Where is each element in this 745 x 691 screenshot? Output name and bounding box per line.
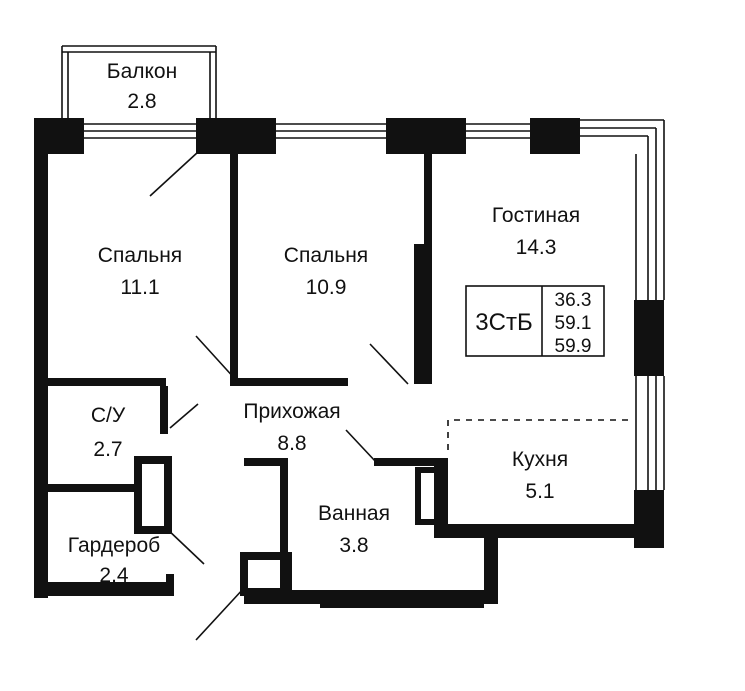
- room-name-bathroom-wc: С/У: [91, 404, 126, 427]
- balcony-frame: [61, 45, 217, 118]
- room-labels: Балкон 2.8 Спальня 11.1 Спальня 10.9 Гос…: [68, 60, 580, 587]
- room-area-kitchen: 5.1: [525, 480, 554, 503]
- room-name-bedroom-2: Спальня: [284, 244, 368, 267]
- room-name-hallway: Прихожая: [243, 400, 340, 423]
- interior-walls: [48, 154, 448, 596]
- apartment-type: 3СтБ: [475, 309, 532, 336]
- area-total-with-balcony: 59.9: [555, 336, 592, 357]
- apartment-badge: 3СтБ 36.3 59.1 59.9: [465, 285, 605, 357]
- windows: [84, 119, 665, 490]
- area-living: 36.3: [555, 290, 592, 311]
- room-area-living-room: 14.3: [516, 236, 557, 259]
- room-area-hallway: 8.8: [277, 432, 306, 455]
- area-total: 59.1: [555, 313, 592, 334]
- room-area-bathroom-wc: 2.7: [93, 438, 122, 461]
- room-area-bedroom-2: 10.9: [306, 276, 347, 299]
- exterior-walls: [34, 118, 664, 608]
- room-area-balcony: 2.8: [127, 90, 156, 113]
- room-name-kitchen: Кухня: [512, 448, 568, 471]
- room-name-bath: Ванная: [318, 502, 390, 525]
- room-area-bedroom-1: 11.1: [120, 276, 159, 299]
- room-name-living-room: Гостиная: [492, 204, 580, 227]
- door-lines: [149, 151, 634, 641]
- room-name-bedroom-1: Спальня: [98, 244, 182, 267]
- room-name-balcony: Балкон: [107, 60, 177, 83]
- room-name-wardrobe: Гардероб: [68, 534, 160, 557]
- room-area-bath: 3.8: [339, 534, 368, 557]
- room-area-wardrobe: 2.4: [99, 564, 129, 587]
